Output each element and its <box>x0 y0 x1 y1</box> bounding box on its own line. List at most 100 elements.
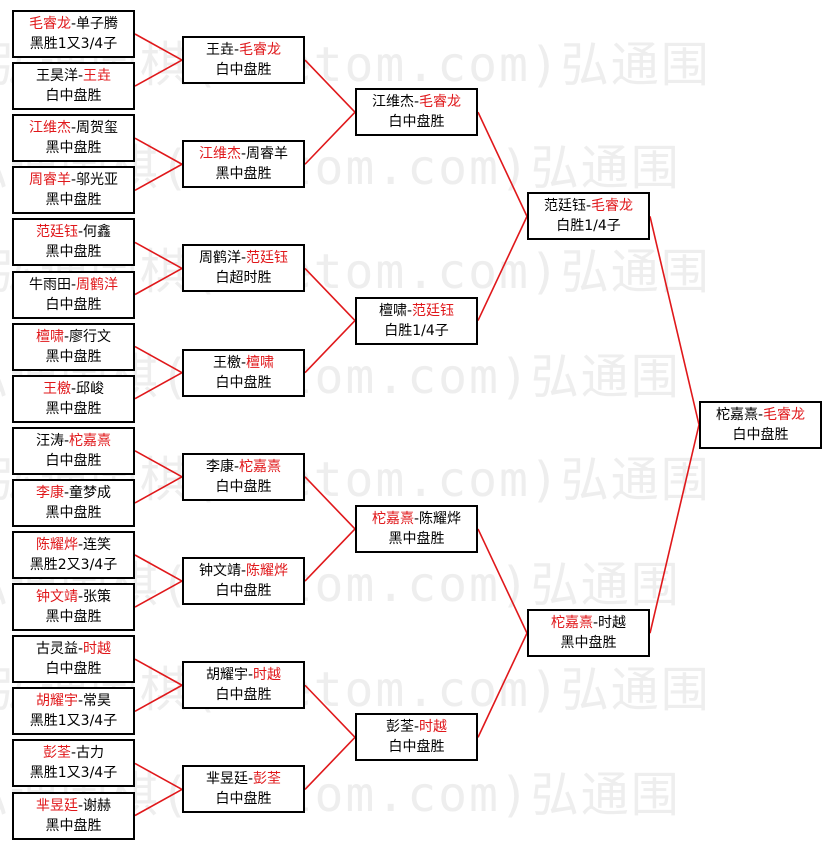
match-players: 汪涛-柁嘉熹 <box>14 431 133 451</box>
bracket-connector <box>304 476 356 530</box>
versus-dash: - <box>585 198 592 215</box>
player-name: 毛睿龙 <box>591 198 634 215</box>
player-name: 汪涛 <box>35 432 64 449</box>
match-box: 胡耀宇-时越白中盘胜 <box>182 661 305 710</box>
player-name: 李康 <box>205 458 234 475</box>
match-result: 白中盘胜 <box>45 661 102 678</box>
match-result: 白中盘胜 <box>388 739 445 756</box>
bracket-connector <box>134 788 183 817</box>
versus-dash: - <box>70 16 77 32</box>
player-name: 连笑 <box>83 537 112 553</box>
player-name: 芈昱廷 <box>35 797 78 814</box>
player-name: 常昊 <box>83 693 112 710</box>
versus-dash: - <box>77 797 84 814</box>
player-name: 周贺玺 <box>76 120 119 137</box>
bracket-connector <box>134 163 183 191</box>
player-name: 王昊洋 <box>35 68 78 85</box>
match-box: 柁嘉熹-陈耀烨黑中盘胜 <box>355 504 478 553</box>
player-name: 范廷钰 <box>543 198 586 215</box>
match-result: 黑中盘胜 <box>45 817 102 834</box>
versus-dash: - <box>63 328 70 345</box>
versus-dash: - <box>757 406 764 423</box>
match-result: 白中盘胜 <box>215 478 272 495</box>
match-players: 柁嘉熹-时越 <box>529 613 648 633</box>
match-result: 黑中盘胜 <box>215 166 272 183</box>
player-name: 王檄 <box>212 354 241 371</box>
player-name: 柁嘉熹 <box>550 615 593 632</box>
match-result: 白中盘胜 <box>215 62 272 79</box>
player-name: 江维杰 <box>28 120 71 137</box>
bracket-connector <box>134 59 183 87</box>
versus-dash: - <box>406 302 413 319</box>
bracket-connector <box>134 267 183 296</box>
match-box: 王檄-邱峻黑中盘胜 <box>12 374 135 423</box>
player-name: 江维杰 <box>371 94 414 111</box>
match-box: 钟文靖-陈耀烨白中盘胜 <box>182 557 305 606</box>
match-players: 彭荃-时越 <box>357 717 476 737</box>
versus-dash: - <box>233 458 240 475</box>
versus-dash: - <box>233 42 240 59</box>
player-name: 彭荃 <box>42 745 71 762</box>
match-result: 白中盘胜 <box>45 88 102 105</box>
versus-dash: - <box>240 354 247 371</box>
match-players: 毛睿龙-单子腾 <box>14 14 133 34</box>
match-result: 黑中盘胜 <box>45 400 102 417</box>
player-name: 檀啸 <box>246 354 275 371</box>
bracket-connector <box>304 111 356 165</box>
match-result: 白中盘胜 <box>215 687 272 704</box>
player-name: 范廷钰 <box>412 302 455 319</box>
versus-dash: - <box>413 94 420 111</box>
match-players: 王檄-邱峻 <box>14 379 133 399</box>
player-name: 毛睿龙 <box>419 94 462 111</box>
player-name: 陈耀烨 <box>419 510 462 527</box>
bracket-connector <box>134 762 183 791</box>
player-name: 周鹤洋 <box>76 276 119 293</box>
match-result: 白中盘胜 <box>45 296 102 313</box>
match-result: 黑中盘胜 <box>560 635 617 652</box>
match-result: 黑中盘胜 <box>45 192 102 209</box>
bracket-connector <box>134 345 183 374</box>
match-box: 周睿羊-邬光亚黑中盘胜 <box>12 166 135 215</box>
versus-dash: - <box>63 484 70 501</box>
match-box: 彭荃-时越白中盘胜 <box>355 713 478 762</box>
match-box: 芈昱廷-谢赫黑中盘胜 <box>12 791 135 840</box>
player-name: 王檄 <box>42 380 71 397</box>
match-players: 牛雨田-周鹤洋 <box>14 275 133 295</box>
player-name: 周睿羊 <box>28 172 71 189</box>
match-box: 江维杰-周贺玺黑中盘胜 <box>12 114 135 163</box>
bracket-connector <box>304 528 356 582</box>
match-result: 白胜1/4子 <box>556 218 621 235</box>
match-result: 黑胜2又3/4子 <box>29 557 118 573</box>
versus-dash: - <box>247 667 254 684</box>
match-players: 芈昱廷-彭荃 <box>184 769 303 789</box>
player-name: 时越 <box>83 641 112 658</box>
versus-dash: - <box>592 615 599 632</box>
player-name: 何鑫 <box>83 224 112 241</box>
versus-dash: - <box>70 745 77 762</box>
match-players: 周睿羊-邬光亚 <box>14 170 133 190</box>
player-name: 牛雨田 <box>28 276 71 293</box>
match-players: 彭荃-古力 <box>14 743 133 763</box>
versus-dash: - <box>77 537 84 553</box>
versus-dash: - <box>240 250 247 267</box>
player-name: 钟文靖 <box>198 563 241 580</box>
match-box: 李康-柁嘉熹白中盘胜 <box>182 452 305 501</box>
match-box: 钟文靖-张策黑中盘胜 <box>12 583 135 632</box>
match-box: 毛睿龙-单子腾黑胜1又3/4子 <box>12 10 135 58</box>
player-name: 周鹤洋 <box>198 250 241 267</box>
player-name: 毛睿龙 <box>763 406 806 423</box>
match-players: 李康-童梦成 <box>14 483 133 503</box>
bracket-connector <box>134 476 183 504</box>
match-result: 黑中盘胜 <box>45 244 102 261</box>
player-name: 胡耀宇 <box>35 693 78 710</box>
match-box: 胡耀宇-常昊黑胜1又3/4子 <box>12 687 135 736</box>
player-name: 檀啸 <box>35 328 64 345</box>
match-result: 黑中盘胜 <box>388 530 445 547</box>
match-result: 黑中盘胜 <box>45 140 102 157</box>
match-players: 钟文靖-陈耀烨 <box>184 561 303 581</box>
player-name: 彭荃 <box>253 771 282 788</box>
versus-dash: - <box>70 120 77 137</box>
player-name: 王垚 <box>205 42 234 59</box>
player-name: 单子腾 <box>76 16 119 32</box>
